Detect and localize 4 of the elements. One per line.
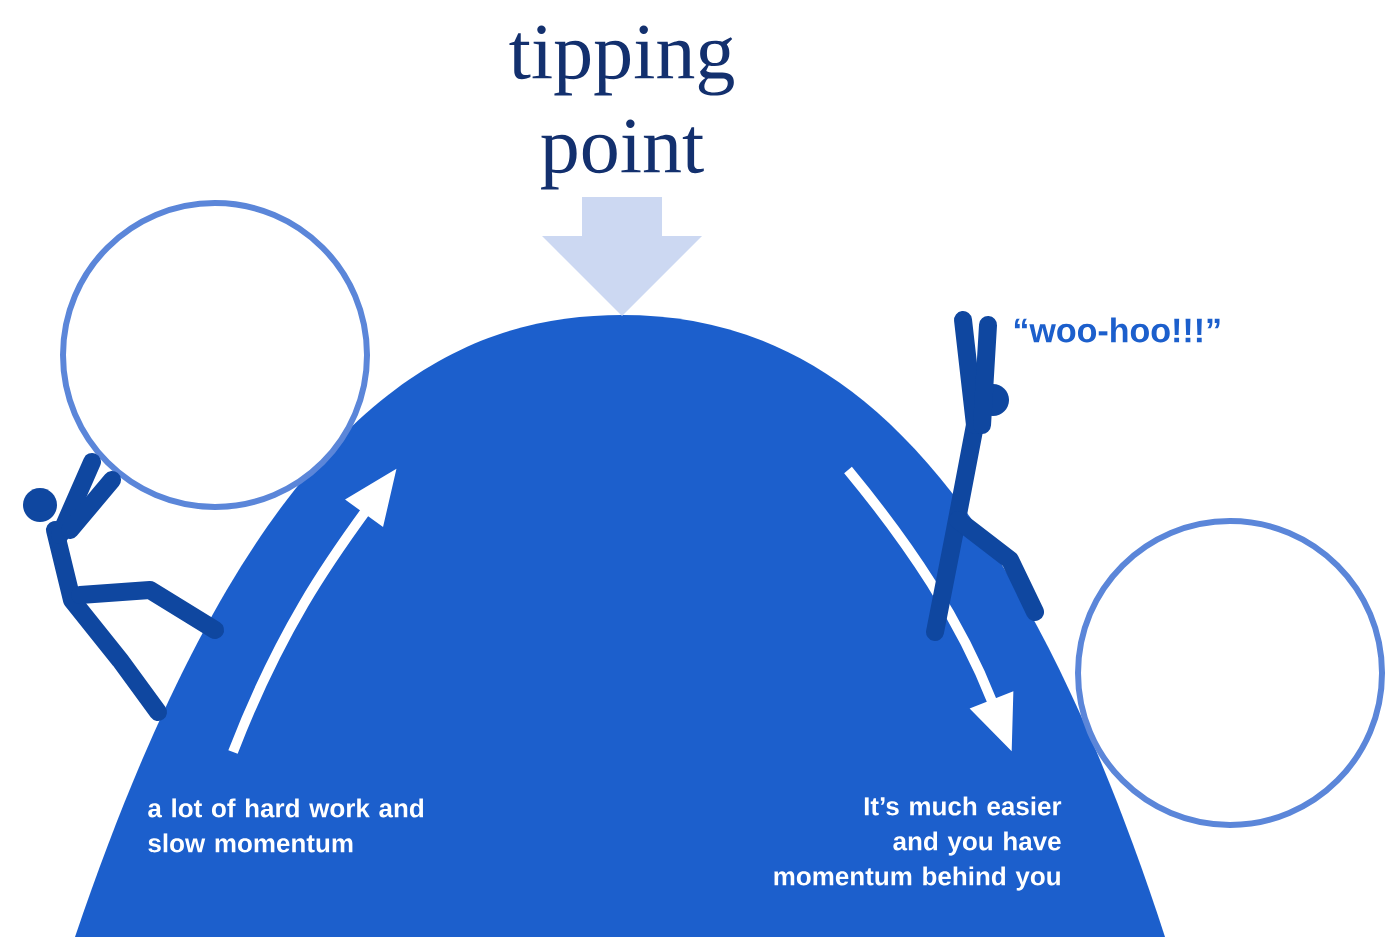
exclamation-text: “woo-hoo!!!” bbox=[1014, 317, 1220, 343]
hill-text: a lot of hard work and slow momentum bbox=[148, 798, 424, 853]
title: tipping point bbox=[509, 25, 734, 190]
hill-text: It’s much easier and you have momentum behind you bbox=[774, 796, 1062, 891]
